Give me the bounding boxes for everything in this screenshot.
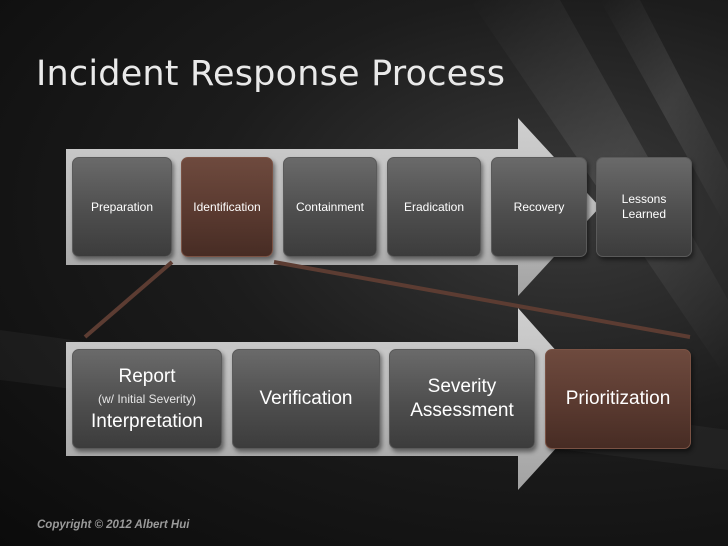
step-label: Containment [295,199,365,214]
substep-prioritization[interactable]: Prioritization [545,349,691,449]
step-label: Recovery [513,199,565,214]
step-preparation[interactable]: Preparation [72,157,172,257]
step-identification[interactable]: Identification [181,157,273,257]
interpretation-label: Interpretation [91,410,203,432]
page-title: Incident Response Process [36,54,506,94]
substep-label: Severity Assessment [410,376,514,421]
step-recovery[interactable]: Recovery [491,157,587,257]
substep-severity-assessment[interactable]: Severity Assessment [389,349,535,449]
step-label: Preparation [90,199,154,214]
step-label: Eradication [403,199,465,214]
initial-severity-note: (w/ Initial Severity) [97,391,197,406]
step-containment[interactable]: Containment [283,157,377,257]
substep-label: Prioritization [565,388,671,410]
step-label: Lessons Learned [621,192,667,221]
substep-report-interpretation[interactable]: Report (w/ Initial Severity) Interpretat… [72,349,222,449]
report-label: Report [118,365,176,387]
substep-verification[interactable]: Verification [232,349,380,449]
copyright-notice: Copyright © 2012 Albert Hui [37,519,190,531]
step-eradication[interactable]: Eradication [387,157,481,257]
step-lessons-learned[interactable]: Lessons Learned [596,157,692,257]
step-label: Identification [193,199,261,214]
substep-label: Verification [259,388,353,410]
